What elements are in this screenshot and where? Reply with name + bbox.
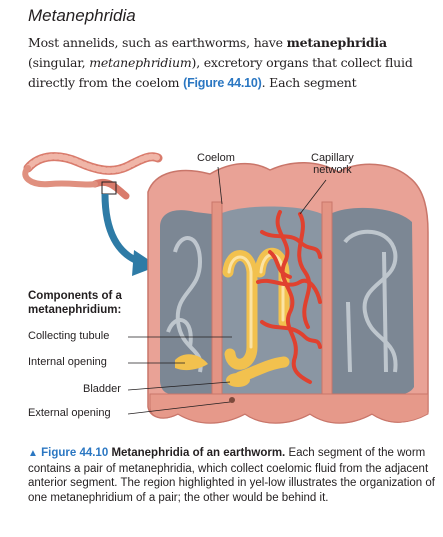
figure-caption: ▲ Figure 44.10 Metanephridia of an earth… <box>28 446 438 505</box>
label-leader-lines <box>127 166 327 415</box>
internal-opening-shape <box>175 354 208 371</box>
blue-arrow <box>101 193 158 276</box>
earthworm-illustration <box>22 152 429 424</box>
caption-text: Each segment of the worm contains a pair… <box>28 447 435 504</box>
caption-triangle-icon: ▲ <box>28 448 38 459</box>
body-paragraph: Most annelids, such as earthworms, have … <box>28 33 436 93</box>
components-title-line-1: Components of a <box>28 290 122 302</box>
term-metanephridia: metanephridia <box>286 35 387 50</box>
label-capillary-network: Capillary network <box>311 152 354 176</box>
capillary-network <box>256 210 322 384</box>
body-text-4: . Each segment <box>261 75 357 90</box>
earthworm-drawing <box>22 152 163 200</box>
gray-tubules <box>166 229 398 373</box>
bladder-shape <box>226 373 250 387</box>
body-text-3: ), excretory organs that collect fluid d… <box>28 55 413 90</box>
body-text-1: Most annelids, such as earthworms, have <box>28 35 287 50</box>
label-internal-opening: Internal opening <box>28 356 107 368</box>
body-text-2: (singular, <box>28 55 90 70</box>
label-external-opening: External opening <box>28 407 111 419</box>
label-bladder: Bladder <box>83 383 121 395</box>
components-title-line-2: metanephridium: <box>28 304 122 316</box>
label-capillary-line-1: Capillary <box>311 152 354 164</box>
caption-figure-number: Figure 44.10 <box>41 447 109 459</box>
components-title: Components of a metanephridium: <box>28 289 122 317</box>
label-collecting-tubule: Collecting tubule <box>28 330 110 342</box>
external-opening-pore <box>229 397 235 403</box>
label-capillary-line-2: network <box>313 164 352 176</box>
section-heading: Metanephridia <box>28 6 136 25</box>
figure-reference-link[interactable]: (Figure 44.10) <box>183 76 262 90</box>
term-metanephridium: metanephridium <box>89 55 192 70</box>
label-coelom: Coelom <box>197 152 235 164</box>
caption-figure-title: Metanephridia of an earthworm. <box>111 447 286 459</box>
